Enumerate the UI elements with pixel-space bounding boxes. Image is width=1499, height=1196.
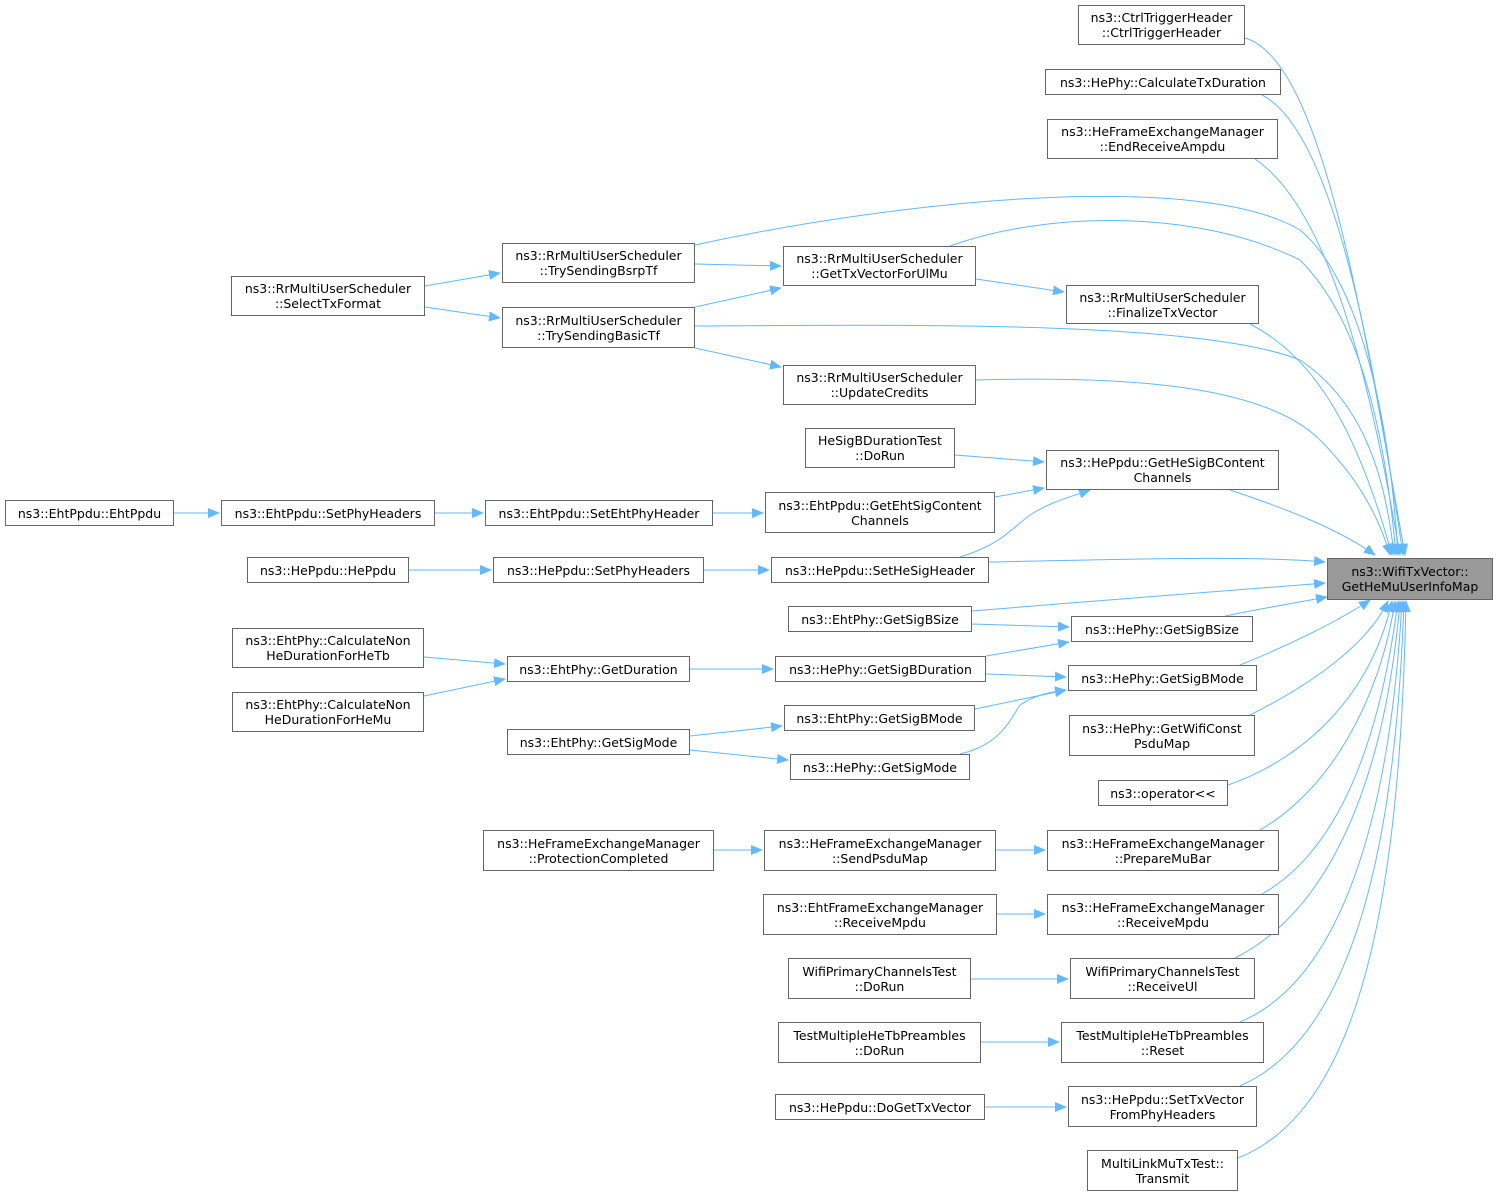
- edge-setTxFrom-root: [1239, 600, 1409, 1087]
- edge-getTxUl-root: [949, 220, 1401, 556]
- node-update-credits[interactable]: ns3::RrMultiUserScheduler ::UpdateCredit…: [783, 365, 976, 405]
- edge-heSetSig-root: [988, 556, 1326, 566]
- edge-ehtSigCont-heSigBCont: [994, 485, 1045, 498]
- edge-bsrp-root: [694, 195, 1403, 556]
- edge-selectTx-bsrp: [424, 269, 501, 287]
- node-eht-receive-mpdu[interactable]: ns3::EhtFrameExchangeManager ::ReceiveMp…: [763, 894, 997, 935]
- node-he-set-he-sig-header[interactable]: ns3::HePpdu::SetHeSigHeader: [771, 557, 989, 583]
- edge-heSigBMode-root: [1239, 599, 1371, 666]
- edge-credits-root: [975, 378, 1392, 556]
- edge-ehtSigBSize-heSigBSize: [971, 621, 1070, 632]
- edge-heSigBSize-root: [1224, 593, 1328, 617]
- edge-calcNonTb-ehtGetDur: [423, 656, 506, 669]
- node-get-eht-sig-content-channels[interactable]: ns3::EhtPpdu::GetEhtSigContent Channels: [765, 492, 995, 533]
- node-eht-get-sigb-mode[interactable]: ns3::EhtPhy::GetSigBMode: [784, 705, 975, 731]
- edge-selectTx-basic: [424, 306, 501, 322]
- node-ctrl-trigger-header[interactable]: ns3::CtrlTriggerHeader ::CtrlTriggerHead…: [1078, 5, 1245, 45]
- edge-finalize-root: [1249, 323, 1394, 556]
- node-end-receive-ampdu[interactable]: ns3::HeFrameExchangeManager ::EndReceive…: [1047, 119, 1278, 159]
- node-try-sending-bsrp-tf[interactable]: ns3::RrMultiUserScheduler ::TrySendingBs…: [502, 243, 695, 283]
- edge-ehtSigBSize-root: [971, 579, 1326, 612]
- node-test-multiple-he-tb-preambles-reset[interactable]: TestMultipleHeTbPreambles ::Reset: [1061, 1022, 1264, 1063]
- edge-heSigBDur-heSigBSize: [985, 638, 1070, 657]
- edge-wifiConst-root: [1249, 600, 1389, 716]
- node-calculate-non-he-duration-for-he-mu[interactable]: ns3::EhtPhy::CalculateNon HeDurationForH…: [232, 692, 424, 732]
- node-he-get-sigb-size[interactable]: ns3::HePhy::GetSigBSize: [1071, 616, 1253, 642]
- node-try-sending-basic-tf[interactable]: ns3::RrMultiUserScheduler ::TrySendingBa…: [502, 307, 695, 348]
- node-get-he-sigb-content-channels[interactable]: ns3::HePpdu::GetHeSigBContent Channels: [1046, 450, 1279, 490]
- node-wifi-primary-channels-test-dorun[interactable]: WifiPrimaryChannelsTest ::DoRun: [788, 958, 971, 999]
- node-he-set-phy-headers[interactable]: ns3::HePpdu::SetPhyHeaders: [493, 557, 704, 583]
- edge-heSigBDur-heSigBMode: [985, 671, 1067, 682]
- node-set-tx-vector-from-phy-headers[interactable]: ns3::HePpdu::SetTxVector FromPhyHeaders: [1068, 1086, 1257, 1127]
- node-calculate-tx-duration[interactable]: ns3::HePhy::CalculateTxDuration: [1045, 69, 1281, 95]
- edge-tmhReset-root: [1239, 600, 1407, 1023]
- node-operator-shift[interactable]: ns3::operator<<: [1098, 780, 1228, 806]
- edge-basic-credits: [694, 347, 782, 370]
- node-prepare-mu-bar[interactable]: ns3::HeFrameExchangeManager ::PrepareMuB…: [1047, 830, 1279, 871]
- node-get-wifi-const-psdu-map[interactable]: ns3::HePhy::GetWifiConst PsduMap: [1069, 715, 1255, 756]
- node-he-receive-mpdu[interactable]: ns3::HeFrameExchangeManager ::ReceiveMpd…: [1047, 894, 1279, 935]
- edge-bsrp-getTxUl: [694, 260, 782, 271]
- node-eht-get-sig-mode[interactable]: ns3::EhtPhy::GetSigMode: [507, 729, 690, 755]
- node-root-getHeMuUserInfoMap: ns3::WifiTxVector:: GetHeMuUserInfoMap: [1327, 558, 1493, 600]
- edge-heSigBCont-root: [1229, 489, 1376, 556]
- node-protection-completed[interactable]: ns3::HeFrameExchangeManager ::Protection…: [483, 830, 714, 871]
- edge-endRecvAmpdu-root: [1254, 158, 1404, 556]
- edge-ehtSigMode-ehtSigBMode: [689, 722, 783, 737]
- node-eht-get-sigb-size[interactable]: ns3::EhtPhy::GetSigBSize: [788, 606, 972, 632]
- node-he-get-sigb-duration[interactable]: ns3::HePhy::GetSigBDuration: [775, 656, 986, 682]
- node-send-psdu-map[interactable]: ns3::HeFrameExchangeManager ::SendPsduMa…: [764, 830, 996, 871]
- node-eht-set-phy-headers[interactable]: ns3::EhtPpdu::SetPhyHeaders: [221, 500, 435, 526]
- node-finalize-tx-vector[interactable]: ns3::RrMultiUserScheduler ::FinalizeTxVe…: [1066, 285, 1259, 324]
- edge-heSetSig-heSigBCont: [959, 488, 1091, 558]
- edge-heRecvMpdu-root: [1261, 600, 1402, 895]
- node-he-ppdu-ctor[interactable]: ns3::HePpdu::HePpdu: [247, 557, 409, 583]
- node-eht-set-eht-phy-header[interactable]: ns3::EhtPpdu::SetEhtPhyHeader: [485, 500, 713, 526]
- edge-basic-getTxUl: [694, 285, 782, 308]
- edge-getTxUl-finalize: [975, 278, 1065, 296]
- edge-prepMuBar-root: [1259, 600, 1399, 831]
- node-wifi-primary-channels-test-receive-ul[interactable]: WifiPrimaryChannelsTest ::ReceiveUl: [1070, 958, 1255, 999]
- edge-mlmu-root: [1237, 600, 1411, 1159]
- node-get-tx-vector-for-ul-mu[interactable]: ns3::RrMultiUserScheduler ::GetTxVectorF…: [783, 246, 976, 286]
- node-multi-link-mu-tx-test-transmit[interactable]: MultiLinkMuTxTest:: Transmit: [1087, 1150, 1238, 1191]
- node-he-get-sigb-mode[interactable]: ns3::HePhy::GetSigBMode: [1068, 665, 1257, 691]
- edge-ehtSigBMode-heSigBMode: [974, 687, 1067, 710]
- node-eht-ppdu-ctor[interactable]: ns3::EhtPpdu::EhtPpdu: [5, 500, 174, 526]
- edge-ehtSigMode-heSigMode: [689, 749, 789, 764]
- edge-opShift-root: [1227, 600, 1395, 786]
- edge-basic-root: [694, 324, 1398, 556]
- node-eht-get-duration[interactable]: ns3::EhtPhy::GetDuration: [507, 656, 690, 682]
- node-he-get-sig-mode[interactable]: ns3::HePhy::GetSigMode: [790, 754, 970, 780]
- node-he-sigb-duration-test-dorun[interactable]: HeSigBDurationTest ::DoRun: [805, 428, 955, 468]
- edge-sigbTest-heSigBCont: [954, 454, 1045, 467]
- edge-heSigMode-heSigBMode: [959, 686, 1067, 755]
- node-calculate-non-he-duration-for-he-tb[interactable]: ns3::EhtPhy::CalculateNon HeDurationForH…: [232, 628, 424, 668]
- edge-calcNonMu-ehtGetDur: [423, 676, 506, 697]
- node-test-multiple-he-tb-preambles-dorun[interactable]: TestMultipleHeTbPreambles ::DoRun: [778, 1022, 981, 1063]
- node-he-ppdu-do-get-tx-vector[interactable]: ns3::HePpdu::DoGetTxVector: [775, 1094, 985, 1120]
- node-select-tx-format[interactable]: ns3::RrMultiUserScheduler ::SelectTxForm…: [231, 276, 425, 316]
